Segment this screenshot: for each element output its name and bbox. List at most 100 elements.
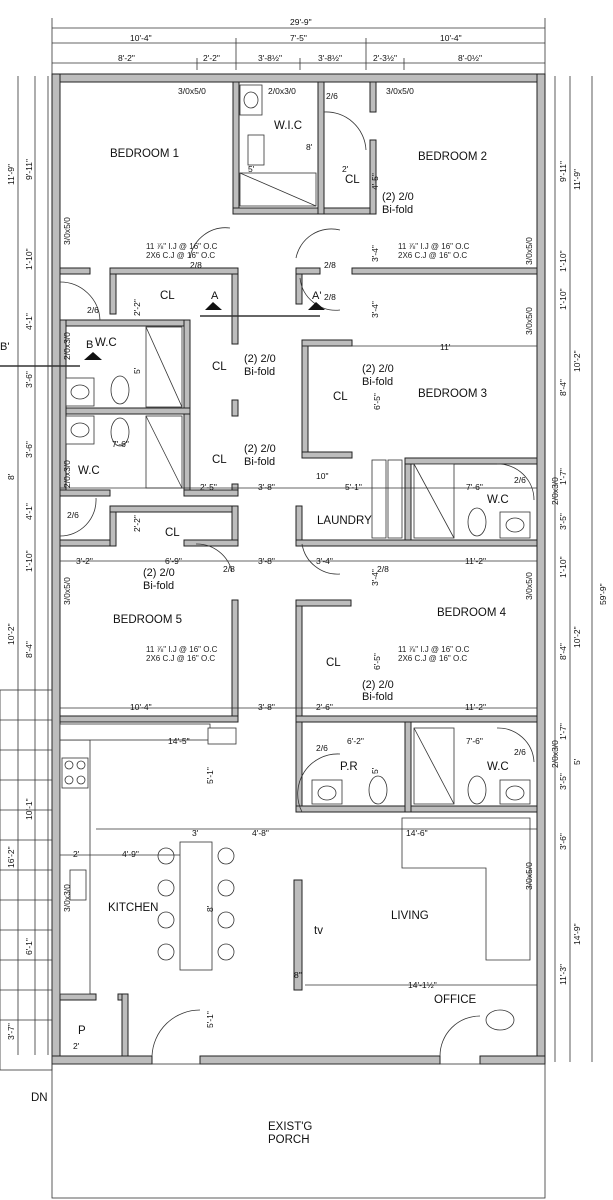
right-dim-3: 1'-10" bbox=[558, 288, 568, 310]
bifold-size: (2) 2/0 bbox=[143, 567, 175, 579]
interior-dim: 7'-6" bbox=[112, 439, 129, 449]
interior-dim: 6'-9" bbox=[165, 556, 182, 566]
closet-label: CL bbox=[212, 361, 227, 373]
right-dim-5: 8'-4" bbox=[558, 379, 568, 396]
living-label: LIVING bbox=[391, 910, 429, 922]
left-dim-3: 4'-1" bbox=[24, 313, 34, 330]
interior-dim: 2'-2" bbox=[132, 515, 142, 532]
wc-4-label: W.C bbox=[487, 761, 509, 773]
right-dim-4: 10'-2" bbox=[572, 350, 582, 372]
fixtures bbox=[59, 84, 531, 1031]
interior-dim: 2' bbox=[73, 1041, 80, 1051]
joist-note: 11 ⅞" I.J @ 16" O.C bbox=[146, 242, 218, 251]
left-dim-9: 10'-2" bbox=[6, 623, 16, 645]
interior-dim: 6'-5" bbox=[372, 393, 382, 410]
interior-dim: 14'-5" bbox=[168, 736, 190, 746]
bedroom-3-label: BEDROOM 3 bbox=[418, 388, 487, 400]
section-b-label: B bbox=[86, 339, 93, 351]
joist-note: 11 ⅞" I.J @ 16" O.C bbox=[398, 645, 470, 654]
joist-notes: 11 ⅞" I.J @ 16" O.C 2X6 C.J @ 16" O.C 11… bbox=[146, 242, 470, 663]
joist-note: 11 ⅞" I.J @ 16" O.C bbox=[146, 645, 218, 654]
interior-dim: 8" bbox=[294, 970, 302, 980]
porch-label-line-2: PORCH bbox=[268, 1134, 310, 1146]
toilet-icon bbox=[110, 375, 130, 405]
left-dim-14: 3'-7" bbox=[6, 1023, 16, 1040]
right-dim-10: 8'-4" bbox=[558, 643, 568, 660]
right-dimensions: 11'-9" 9'-11" 1'-10" 1'-10" 10'-2" 8'-4"… bbox=[554, 76, 608, 1062]
bifold-label: Bi-fold bbox=[244, 366, 275, 378]
left-dim-2: 1'-10" bbox=[24, 248, 34, 270]
washer-dryer-icon bbox=[371, 459, 387, 539]
window-label: 3/0x3/0 bbox=[62, 884, 72, 912]
porch bbox=[0, 689, 546, 1199]
section-a-prime-label: A' bbox=[312, 290, 321, 302]
overall-depth-dim: 59'-9" bbox=[598, 583, 608, 605]
closet-labels: CL CL CL CL CL CL CL (2) 2/0 Bi-fold (2)… bbox=[143, 174, 414, 703]
bifold-size: (2) 2/0 bbox=[362, 679, 394, 691]
interior-dim: 3'-4" bbox=[370, 245, 380, 262]
joist-note: 2X6 C.J @ 16" O.C bbox=[398, 251, 467, 260]
interior-dim: 3'-4" bbox=[316, 556, 333, 566]
right-dim-12: 5' bbox=[572, 758, 582, 765]
door-label: 2/6 bbox=[326, 91, 338, 101]
window-label: 2/0x3/0 bbox=[550, 740, 560, 768]
wic-label: W.I.C bbox=[274, 120, 302, 132]
right-dim-15: 14'-9" bbox=[572, 923, 582, 945]
section-b-prime-label: B' bbox=[0, 341, 9, 353]
interior-dim: 6'-2" bbox=[347, 736, 364, 746]
interior-dim: 3'-2" bbox=[76, 556, 93, 566]
interior-dim: 4'-5" bbox=[370, 173, 380, 190]
bifold-size: (2) 2/0 bbox=[244, 353, 276, 365]
top-dim-7: 2'-3½" bbox=[373, 53, 397, 63]
room-labels: BEDROOM 1 BEDROOM 2 BEDROOM 3 BEDROOM 4 … bbox=[31, 120, 509, 1146]
interior-dim: 3'-8" bbox=[258, 702, 275, 712]
interior-dim: 10" bbox=[316, 471, 328, 481]
interior-dim: 5'-1" bbox=[205, 767, 215, 784]
section-markers: A A' B B' bbox=[0, 290, 325, 367]
top-dim-5: 3'-8½" bbox=[258, 53, 282, 63]
top-dim-0: 10'-4" bbox=[130, 33, 152, 43]
joist-note: 2X6 C.J @ 16" O.C bbox=[146, 251, 215, 260]
interior-dim: 14'-6" bbox=[406, 828, 428, 838]
interior-dim: 3'-4" bbox=[370, 569, 380, 586]
interior-dim: 14'-1½" bbox=[408, 980, 437, 990]
bedroom-4-label: BEDROOM 4 bbox=[437, 607, 507, 619]
door-label: 2/6 bbox=[87, 305, 99, 315]
interior-dim: 5'-1" bbox=[345, 482, 362, 492]
right-dim-14: 3'-6" bbox=[558, 833, 568, 850]
window-label: 3/0x5/0 bbox=[524, 307, 534, 335]
right-dim-8: 1'-10" bbox=[558, 556, 568, 578]
pantry-label: P bbox=[78, 1025, 86, 1037]
office-chair-icon bbox=[485, 1009, 515, 1031]
left-dimensions: 11'-9" 9'-11" 1'-10" 4'-1" 3'-6" 8' 3'-6… bbox=[6, 76, 49, 1055]
interior-dim: 10'-4" bbox=[130, 702, 152, 712]
window-label: 3/0x5/0 bbox=[524, 572, 534, 600]
kitchen-sink-icon bbox=[69, 869, 87, 901]
section-a-marker bbox=[205, 302, 222, 310]
bifold-label: Bi-fold bbox=[143, 580, 174, 592]
toilet-icon bbox=[247, 134, 265, 166]
wc-1-label: W.C bbox=[95, 337, 117, 349]
interior-dim: 11' bbox=[440, 342, 451, 352]
porch-label-line-1: EXIST'G bbox=[268, 1121, 312, 1133]
interior-dim: 2' bbox=[73, 849, 80, 859]
top-dim-6: 3'-8½" bbox=[318, 53, 342, 63]
interior-dim: 3' bbox=[192, 828, 199, 838]
right-dim-16: 11'-3" bbox=[558, 964, 568, 985]
left-dim-5: 8' bbox=[6, 473, 16, 480]
section-a-label: A bbox=[211, 290, 219, 302]
interior-dim: 3'-4" bbox=[370, 301, 380, 318]
wc-2-label: W.C bbox=[78, 465, 100, 477]
section-a-prime-marker bbox=[308, 302, 325, 310]
joist-note: 2X6 C.J @ 16" O.C bbox=[398, 654, 467, 663]
bifold-label: Bi-fold bbox=[382, 204, 413, 216]
left-dim-10: 8'-4" bbox=[24, 641, 34, 658]
laundry-label: LAUNDRY bbox=[317, 515, 372, 527]
interior-dim: 7'-6" bbox=[466, 482, 483, 492]
right-dim-13: 3'-5" bbox=[558, 773, 568, 790]
closet-label: CL bbox=[160, 290, 175, 302]
interior-dim: 11'-2" bbox=[465, 702, 486, 712]
door-label: 2/8 bbox=[324, 260, 336, 270]
interior-dimensions: 5' 8' 2' 4'-5" 2'-2" 2'-2" 5' 7'-6" 2'-5… bbox=[60, 142, 537, 1051]
